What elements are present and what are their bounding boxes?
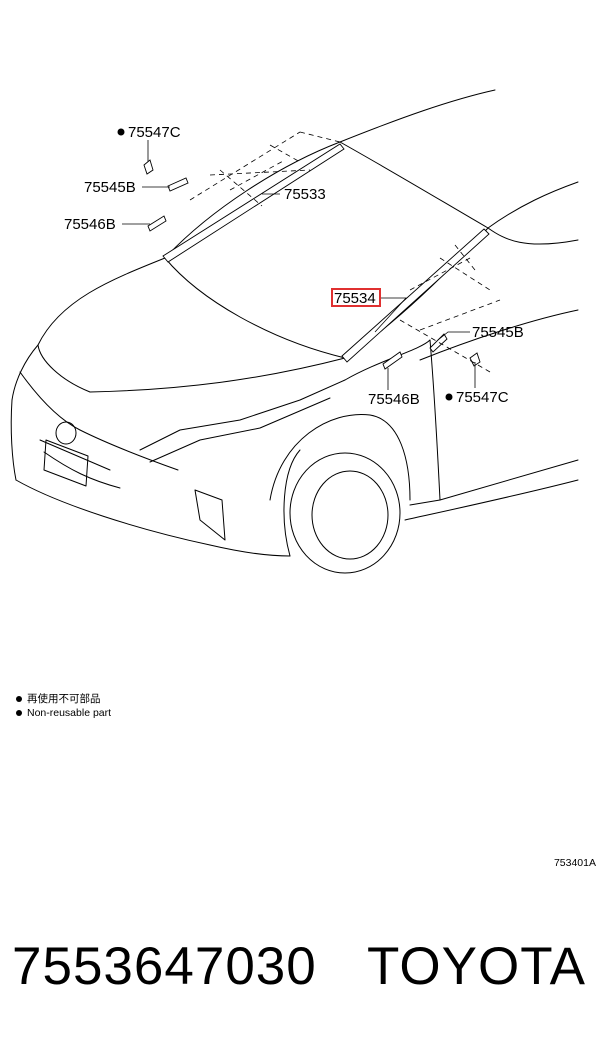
leader-lines [122,140,476,390]
callout-75547c-right: 75547C [456,389,509,406]
assembly-dashes [189,131,501,373]
molding-parts [143,143,490,370]
callout-75533: 75533 [284,186,326,203]
legend-text-japanese: 再使用不可部品 [27,693,101,705]
non-reusable-dot [445,393,453,401]
molding-75534 [341,228,490,363]
bullet-icon [16,696,22,703]
bullet-icon [16,710,22,717]
diagram-ref-code: 753401A [553,857,596,869]
part-number: 7553647030 [12,937,317,996]
clip-75547c-right [469,352,481,367]
clip-75545b-left [167,177,189,192]
callout-75534: 75534 [334,290,376,307]
clip-75547c-left [143,159,154,175]
car-outline [10,89,579,574]
callout-75546b-right: 75546B [368,391,420,408]
molding-75533 [162,143,345,263]
callout-75546b-left: 75546B [64,216,116,233]
highlight-box [331,288,381,307]
legend-text-english: Non-reusable part [27,707,112,719]
legend-line-english: Non-reusable part [16,707,111,720]
callout-75545b-right: 75545B [472,324,524,341]
callouts: 75547C 75545B 75546B 75533 75534 75545B … [64,124,524,408]
legend-line-japanese: 再使用不可部品 [16,693,101,706]
callout-75547c-left: 75547C [128,124,181,141]
clip-75545b-right [429,333,448,353]
brand-name: TOYOTA [366,937,586,996]
parts-diagram: 75547C 75545B 75546B 75533 75534 75545B … [10,89,579,574]
clip-75546b-right [382,351,403,370]
clip-75546b-left [147,215,167,232]
non-reusable-dot [117,128,125,136]
callout-75545b-left: 75545B [84,179,136,196]
